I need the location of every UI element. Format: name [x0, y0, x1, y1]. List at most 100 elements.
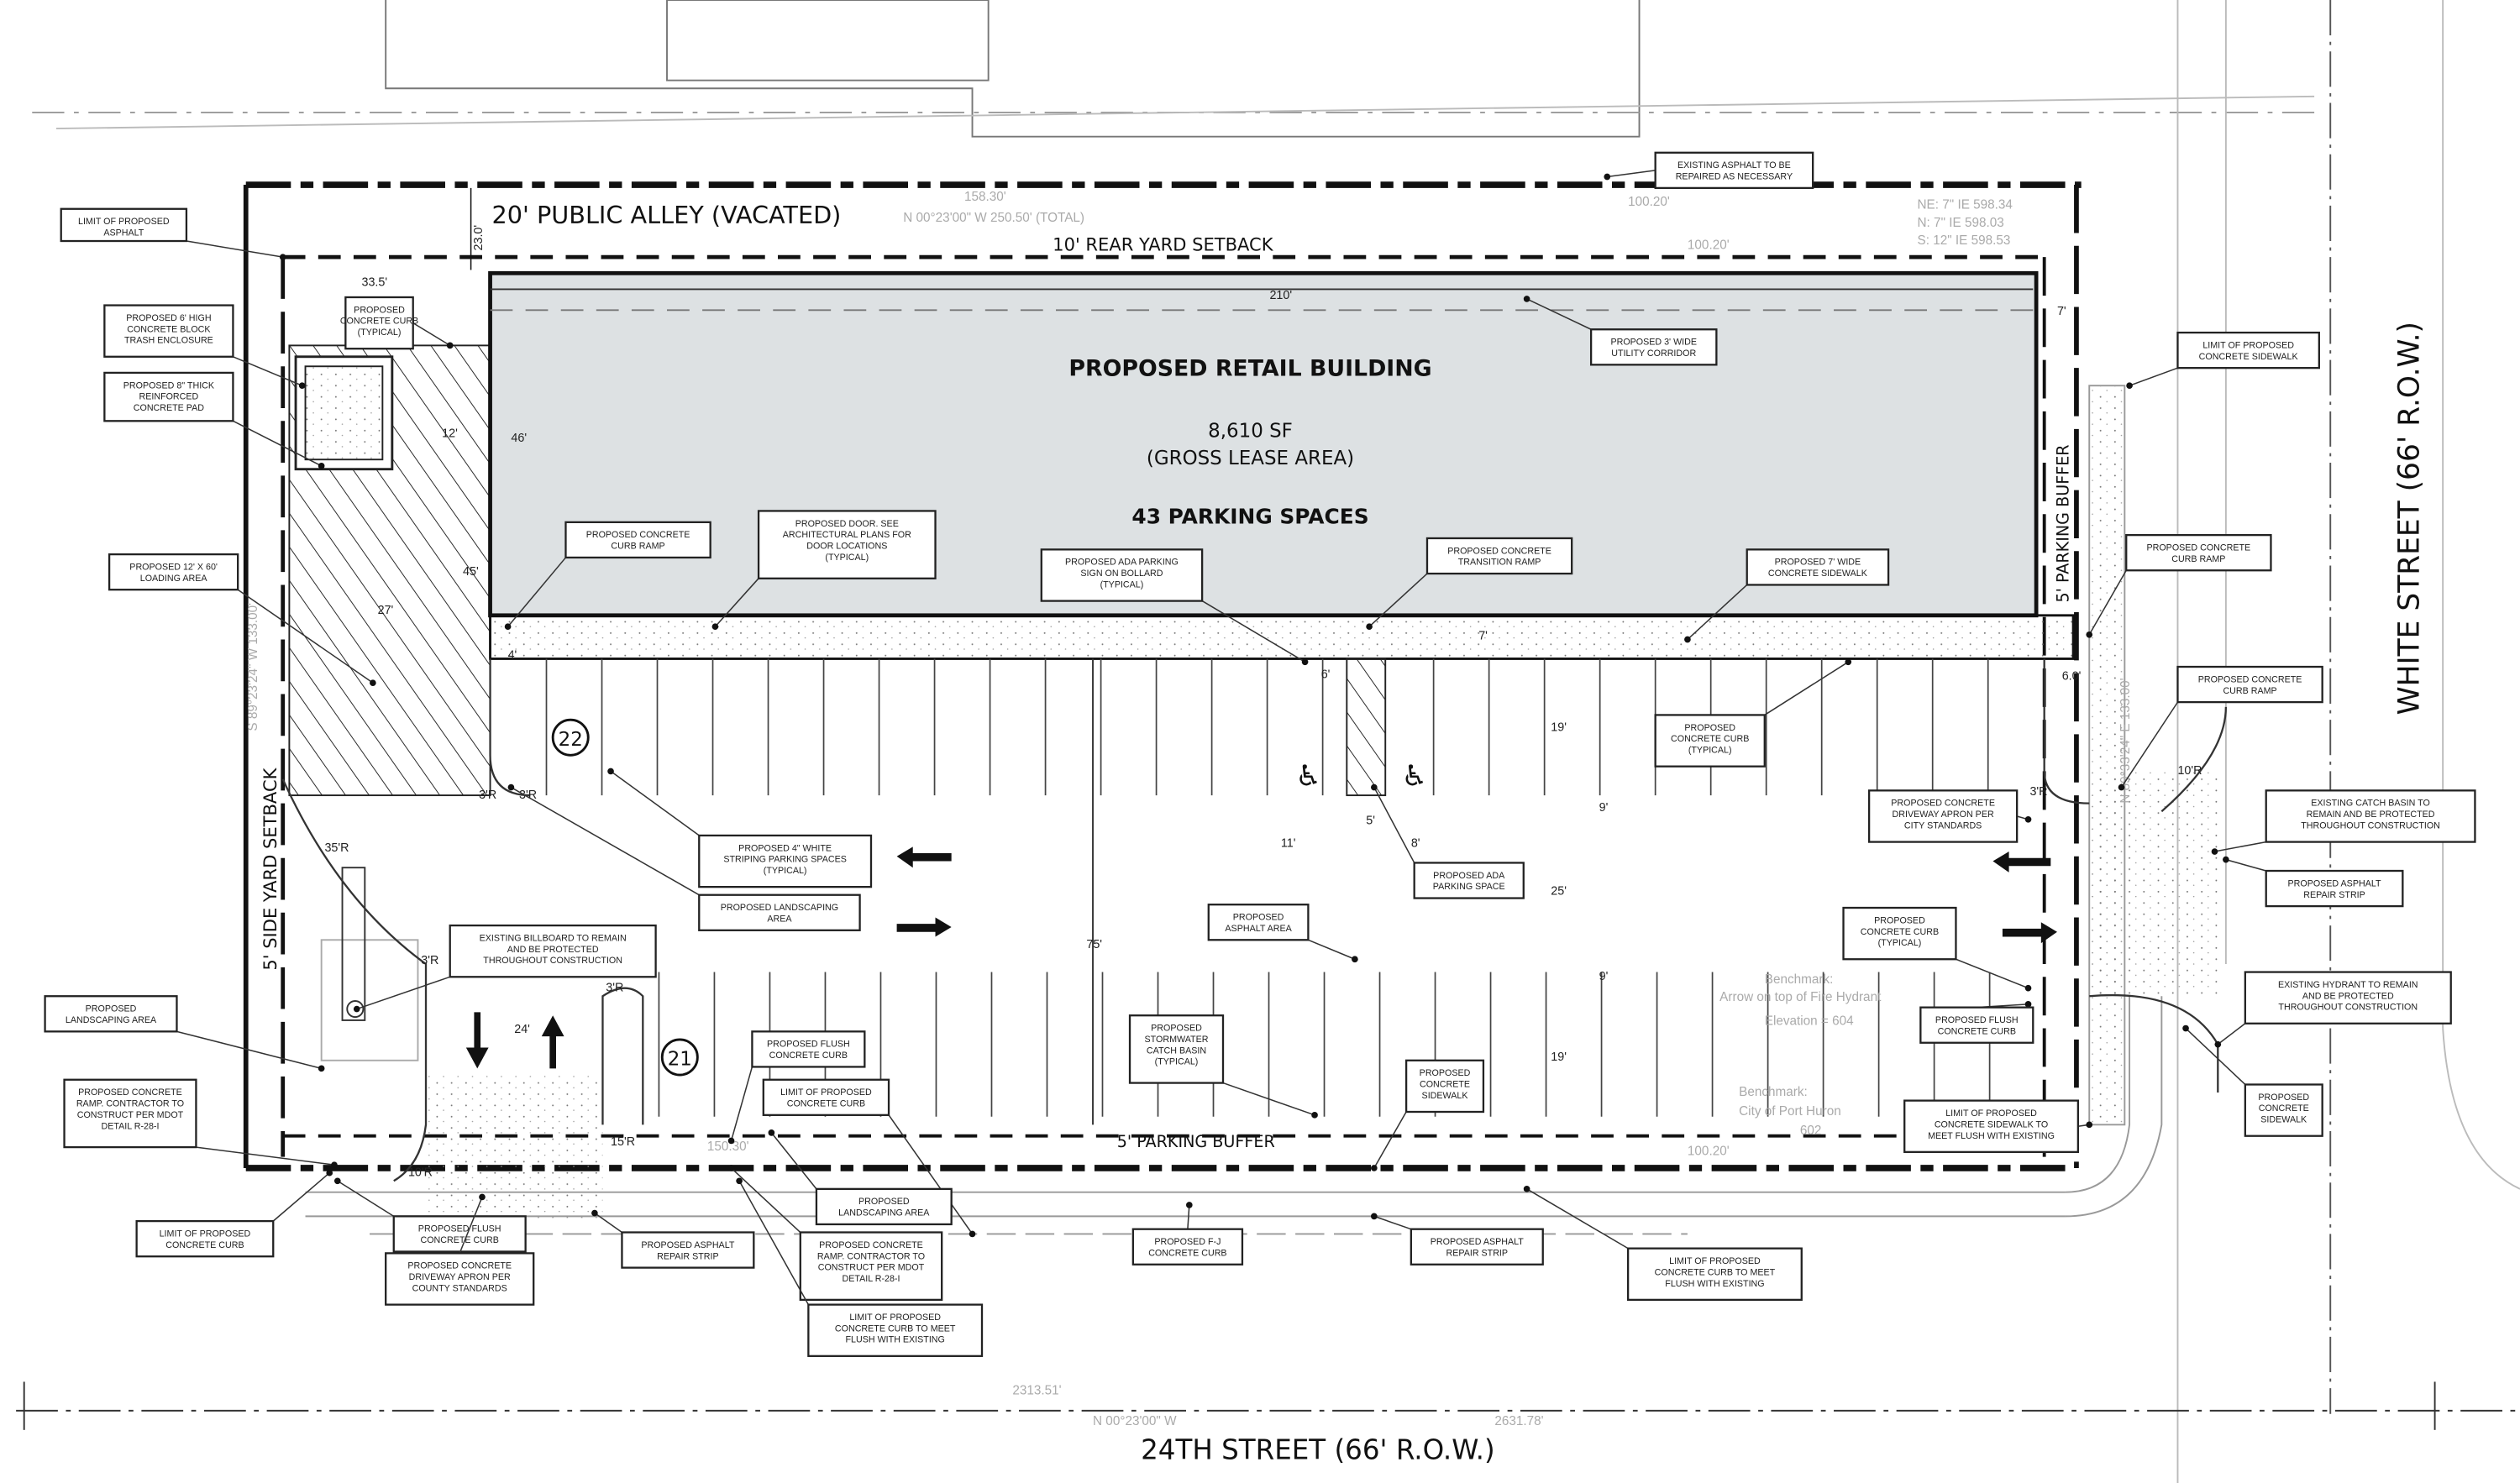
- benchmark-text: 602: [1800, 1124, 1822, 1138]
- parking-buffer-bottom-label: 5' PARKING BUFFER: [1117, 1132, 1275, 1151]
- callout-text: CURB RAMP: [2171, 554, 2225, 564]
- callout-text: AND BE PROTECTED: [507, 945, 599, 955]
- callout-box: [2244, 1083, 2323, 1137]
- curb-lines: [281, 658, 2228, 1182]
- callout-box: [1589, 328, 1718, 366]
- leader-dot: [727, 1137, 735, 1145]
- callout-text: CONCRETE CURB: [421, 1235, 499, 1245]
- dimension-label: 33.5': [361, 276, 387, 290]
- arrow-left-icon: [896, 846, 952, 868]
- callout-text: (TYPICAL): [1155, 1057, 1199, 1067]
- leader-dot: [318, 1065, 325, 1072]
- arrow-up-icon: [541, 1015, 564, 1069]
- leader-line: [1368, 573, 1428, 627]
- dimension-label: 3'R: [519, 789, 537, 802]
- callout-text: LANDSCAPING AREA: [838, 1208, 930, 1218]
- callout-box: [2244, 971, 2452, 1024]
- dimension-label: 19': [1551, 1051, 1567, 1064]
- callout-box: [1410, 1228, 1544, 1266]
- leader-line: [1956, 958, 2029, 989]
- dimension-label: 9': [1599, 801, 1609, 815]
- callout-box: [344, 296, 414, 350]
- traffic-arrows: [465, 846, 2057, 1069]
- leader-line: [459, 1197, 483, 1254]
- callout-text: LANDSCAPING AREA: [66, 1015, 157, 1025]
- leader-line: [511, 786, 700, 896]
- benchmark-text: City of Port Huron: [1739, 1104, 1841, 1119]
- billboard-footing: [346, 1000, 365, 1019]
- leader-line: [1201, 600, 1305, 663]
- survey-text: N 00°23'00" W: [1093, 1414, 1177, 1428]
- billboard-area: [320, 939, 419, 1061]
- dimension-label: 15'R: [611, 1135, 635, 1149]
- dimension-label: 25': [1551, 885, 1567, 899]
- right-sidewalk: [2088, 385, 2126, 1126]
- callout-text: PROPOSED: [354, 305, 405, 315]
- callout-text: CONCRETE CURB: [1148, 1248, 1226, 1258]
- callout-box: [1413, 862, 1525, 899]
- leader-line: [1607, 170, 1656, 178]
- leader-line: [1373, 1215, 1412, 1230]
- leader-dot: [1371, 1213, 1378, 1220]
- callout-box: [815, 1187, 953, 1226]
- dimension-label: 3'R: [2029, 785, 2047, 799]
- callout-text: PROPOSED 8" THICK: [123, 380, 215, 390]
- leader-line: [186, 240, 283, 258]
- callout-text: DETAIL R-28-I: [101, 1121, 159, 1131]
- dimension-label: 19': [1551, 721, 1567, 735]
- callout-box: [2265, 789, 2476, 843]
- callout-text: (TYPICAL): [1878, 938, 1922, 948]
- leader-line: [356, 976, 450, 1010]
- driveway-apron-bottom: [426, 1073, 603, 1218]
- callout-box: [1131, 1228, 1244, 1266]
- leader-dot: [2126, 382, 2133, 390]
- callout-text: PROPOSED: [858, 1197, 910, 1207]
- leader-line: [610, 770, 700, 836]
- callout-text: PROPOSED: [1874, 915, 1925, 925]
- driveway-apron-right: [2089, 771, 2218, 997]
- callout-text: REPAIR STRIP: [2303, 890, 2365, 900]
- callout-text: PROPOSED FLUSH: [418, 1224, 501, 1234]
- street-curbs: [16, 996, 2520, 1430]
- leader-dot: [479, 1193, 486, 1201]
- space-marker-22: 22: [559, 729, 583, 751]
- leader-line: [176, 1030, 322, 1070]
- leader-dot: [331, 1161, 338, 1168]
- callout-text: CATCH BASIN: [1147, 1045, 1206, 1056]
- survey-text: 100.20': [1688, 238, 1730, 253]
- callout-box: [1128, 1014, 1225, 1084]
- leader-dot: [446, 342, 454, 349]
- callout-text: PROPOSED ADA PARKING: [1065, 558, 1179, 568]
- leader-dot: [504, 623, 512, 631]
- leader-line: [196, 1146, 335, 1166]
- callout-text: CONCRETE SIDEWALK: [2199, 352, 2299, 362]
- survey-text: S 89°23'24" W 133.00': [246, 603, 260, 731]
- arrow-left-icon: [1992, 852, 2051, 873]
- leader-line: [2185, 1027, 2246, 1086]
- callout-text: CONCRETE CURB: [340, 317, 418, 327]
- leader-dot: [711, 623, 719, 631]
- callout-text: EXISTING CATCH BASIN TO: [2311, 799, 2430, 809]
- leader-line: [1687, 584, 1748, 641]
- callout-text: PROPOSED: [1684, 723, 1735, 733]
- leader-dot: [1523, 296, 1530, 302]
- callout-text: STORMWATER: [1145, 1035, 1209, 1045]
- callout-text: LIMIT OF PROPOSED: [2202, 340, 2294, 350]
- callout-text: PROPOSED: [1420, 1068, 1471, 1078]
- callout-box: [1867, 789, 2019, 843]
- callout-text: CONCRETE: [2259, 1103, 2309, 1114]
- callout-text: ASPHALT: [103, 228, 144, 238]
- leader-line: [1373, 1111, 1407, 1169]
- callout-text: CONCRETE CURB: [787, 1099, 865, 1109]
- dimension-label: 7': [2057, 305, 2066, 318]
- callout-box: [2176, 665, 2323, 704]
